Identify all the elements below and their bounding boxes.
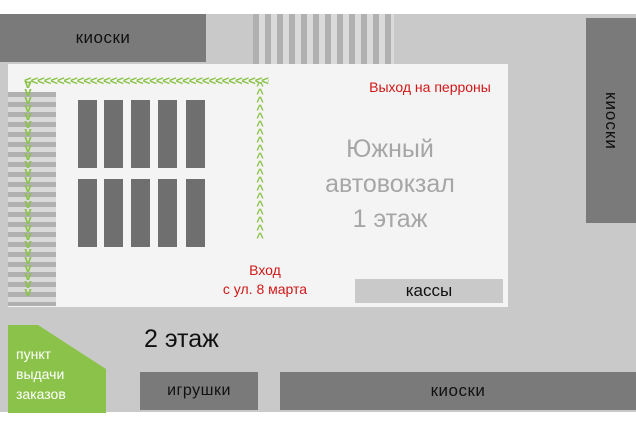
station-title-line: автовокзал [325, 170, 455, 198]
bench [104, 179, 123, 247]
bench [186, 100, 205, 168]
chevron-icon: <<<<<<<<<<<<<<<<<<<<<<<<<<<<<<<<<<<<<<<< [24, 74, 269, 87]
station-title-line: Южный [346, 135, 434, 163]
order-pickup-point[interactable] [8, 325, 106, 413]
pickup-shape [8, 325, 106, 413]
bench [131, 100, 150, 168]
toys-store[interactable]: игрушки [140, 372, 258, 410]
stairs-left [8, 92, 56, 306]
ticket-office[interactable]: кассы [355, 279, 503, 303]
station-title: Южный автовокзал 1 этаж [290, 132, 490, 237]
bench [104, 100, 123, 168]
kiosk-bottom[interactable]: киоски [280, 372, 636, 410]
entry-label-line: с ул. 8 марта [222, 280, 308, 297]
kiosk-right-label: киоски [602, 91, 621, 150]
entry-label-line: Вход [249, 262, 281, 278]
stairs-top [253, 14, 394, 64]
kiosk-right[interactable]: киоски [586, 18, 636, 223]
pickup-label-line: заказов [16, 386, 66, 402]
floor-1-label: 1 этаж [352, 205, 428, 233]
kiosk-top[interactable]: киоски [0, 14, 206, 62]
bench [186, 179, 205, 247]
kiosk-bottom-label: киоски [430, 381, 486, 400]
entry-label: Вход с ул. 8 марта [190, 261, 340, 299]
bench [158, 179, 177, 247]
toys-store-label: игрушки [167, 382, 231, 399]
bench [78, 179, 97, 247]
pickup-label-line: пункт [16, 346, 52, 362]
ticket-office-label: кассы [405, 281, 453, 300]
bench [158, 100, 177, 168]
bench [131, 179, 150, 247]
pickup-label-line: выдачи [16, 366, 65, 382]
kiosk-top-label: киоски [75, 28, 131, 47]
bench [78, 100, 97, 168]
route-arrows-entry: ^^^^^^^^^^^^^^^^^^^^ [256, 82, 264, 245]
pickup-label: пункт выдачи заказов [16, 344, 66, 404]
route-arrows-top: <<<<<<<<<<<<<<<<<<<<<<<<<<<<<<<<<<<<<<<< [24, 74, 269, 87]
floor-2-label: 2 этаж [144, 325, 219, 353]
exit-to-platforms-label: Выход на перроны [369, 79, 491, 95]
